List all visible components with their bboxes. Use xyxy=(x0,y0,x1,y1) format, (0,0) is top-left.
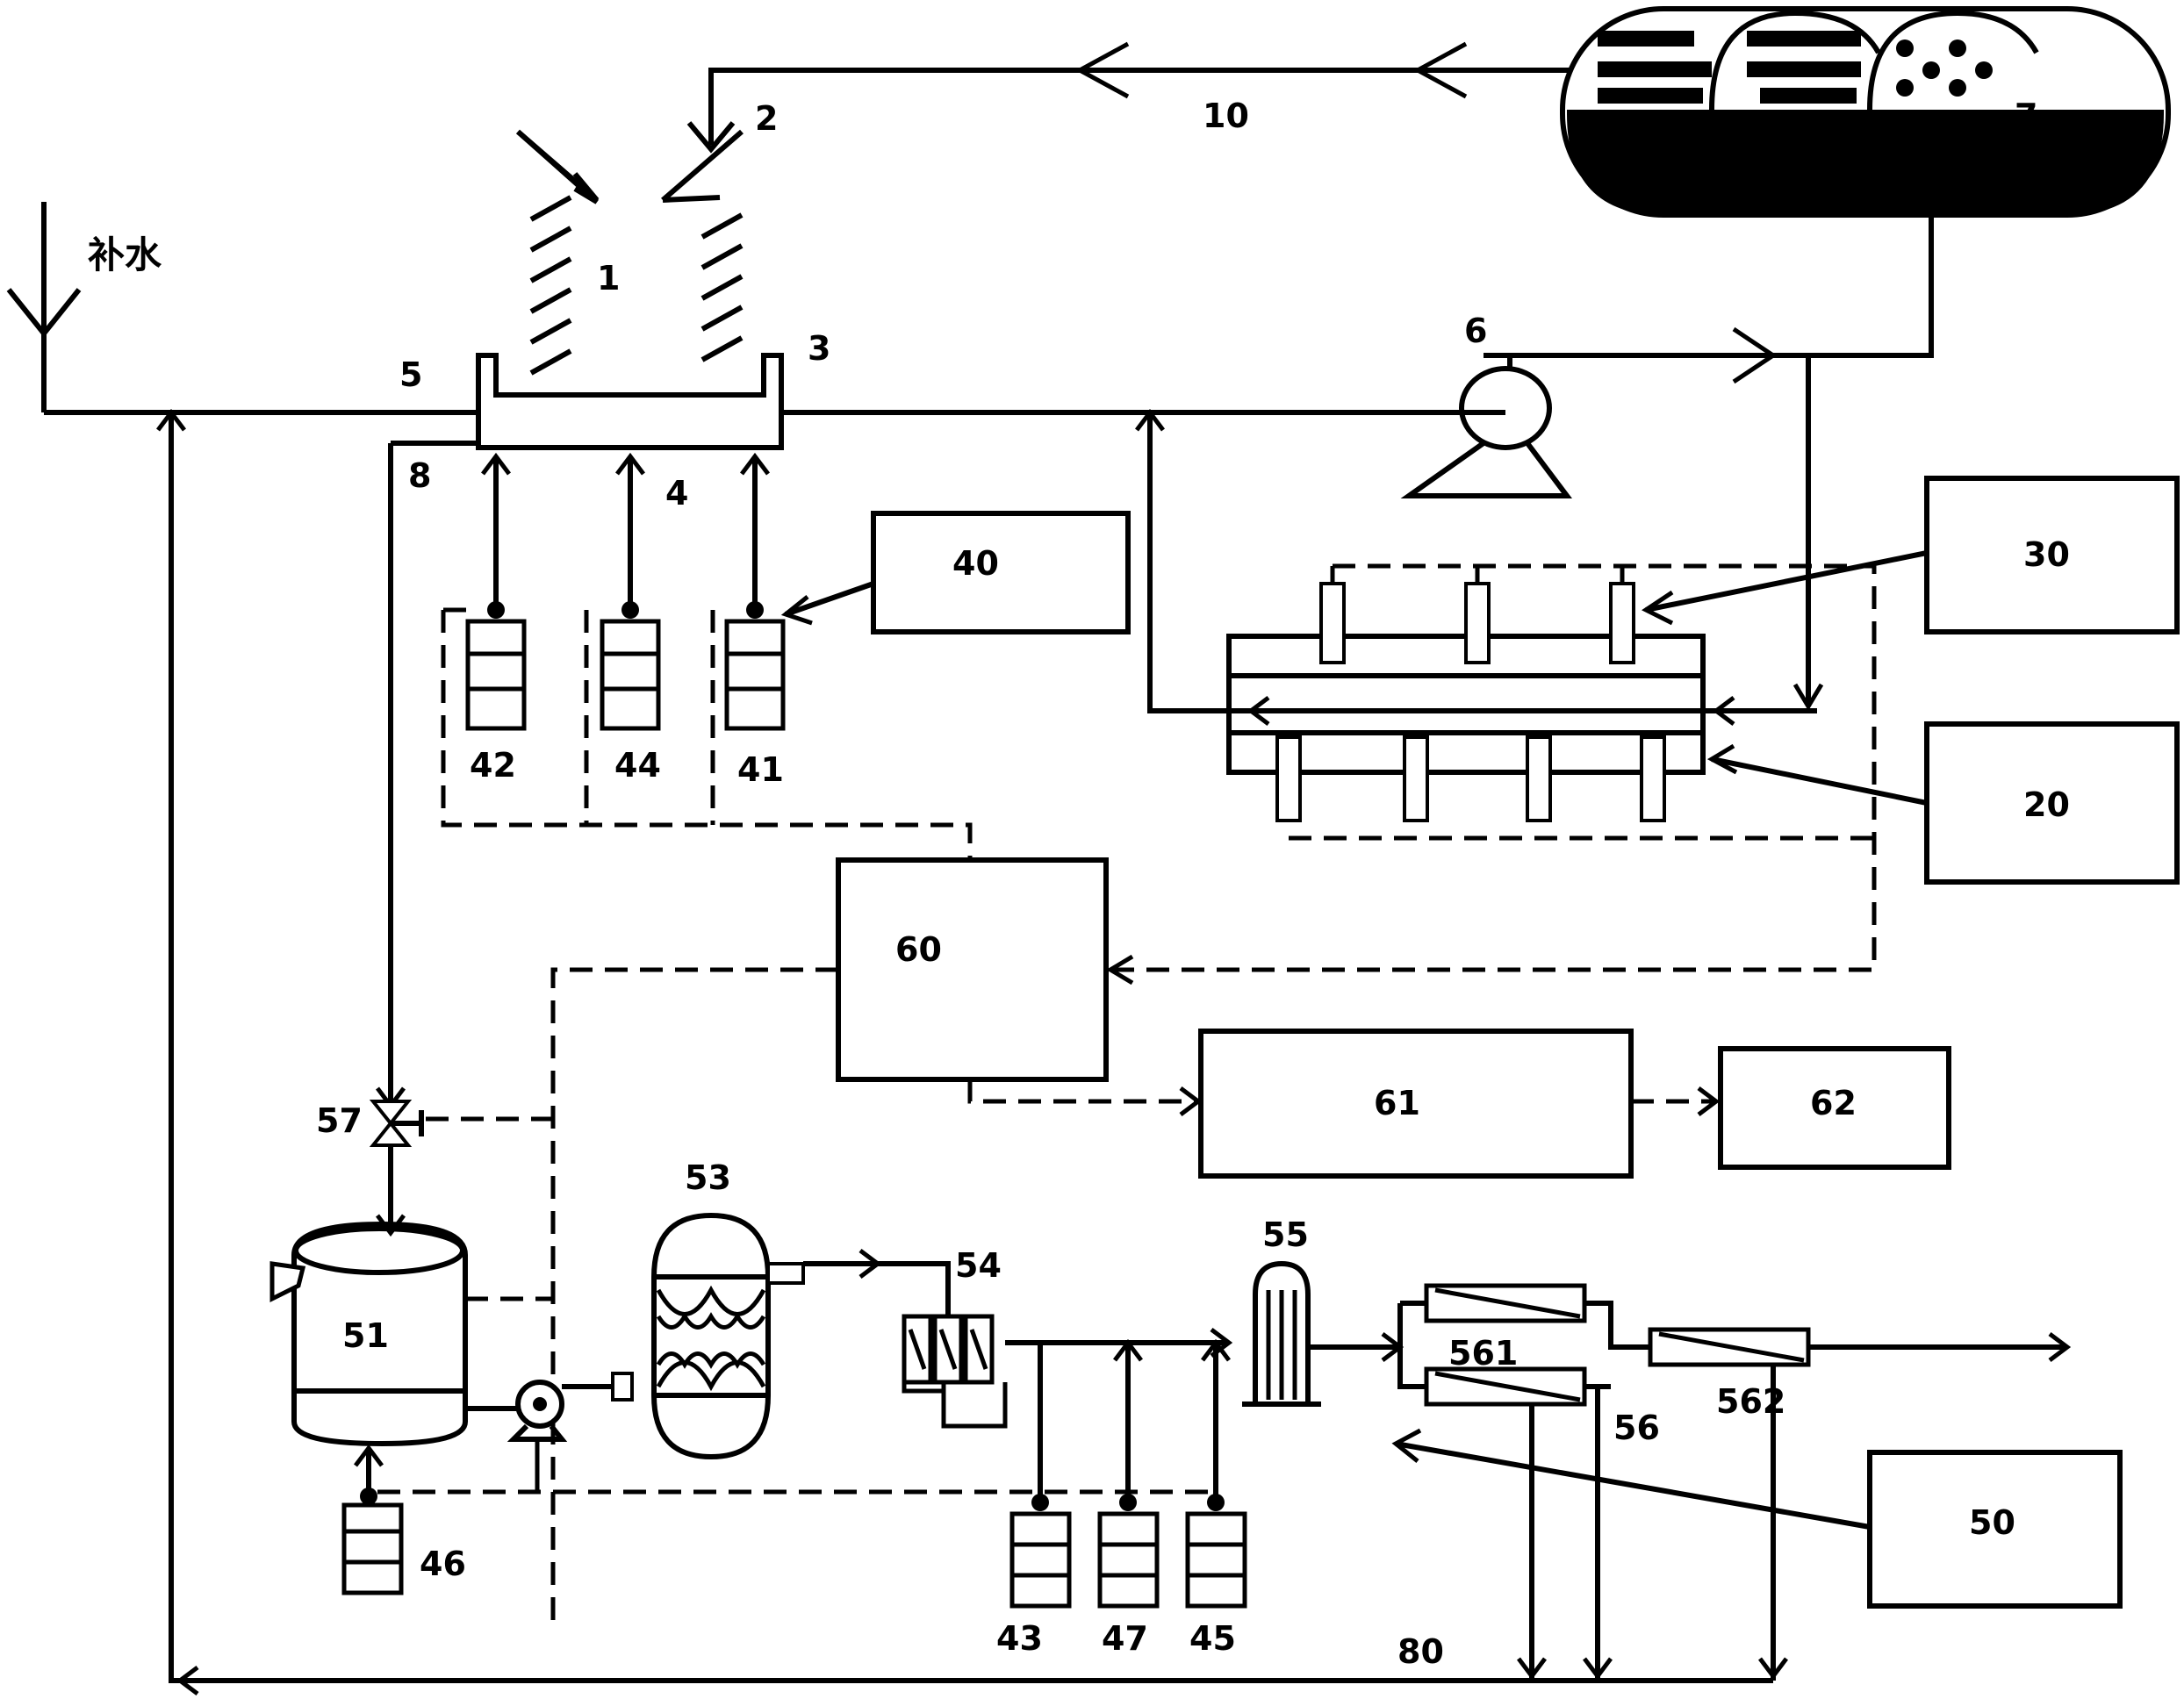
condenser-outlet-pipe xyxy=(1484,215,1934,358)
tank-44 xyxy=(600,601,661,731)
label-40: 40 xyxy=(952,544,999,583)
circulating-pump-6: 6 xyxy=(1400,312,1572,498)
tower-fill-right xyxy=(700,212,744,362)
tank-41 xyxy=(724,601,786,731)
box-50 xyxy=(1867,1450,2123,1609)
cooling-tower-basin: 5 3 xyxy=(399,329,830,450)
dosing-group-4: 4 42 44 41 xyxy=(441,452,973,860)
tank-51: 51 xyxy=(269,1221,553,1447)
tower-fill-left xyxy=(529,195,572,376)
ro-unit-56: 561 562 56 xyxy=(1397,1283,1811,1447)
label-57: 57 xyxy=(316,1101,363,1140)
label-47: 47 xyxy=(1102,1619,1148,1658)
feed-pump xyxy=(465,1372,634,1492)
cartridge-filter-54: 54 xyxy=(902,1246,1008,1429)
label-6: 6 xyxy=(1464,312,1487,350)
label-54: 54 xyxy=(955,1246,1002,1285)
return-pipe-10 xyxy=(708,68,1580,145)
box-40 xyxy=(871,511,1131,634)
label-56: 56 xyxy=(1613,1409,1660,1447)
tank-46: 46 xyxy=(341,1444,466,1595)
valve-57: 57 xyxy=(316,1100,553,1147)
label-61: 61 xyxy=(1374,1084,1420,1122)
label-62: 62 xyxy=(1810,1084,1857,1122)
dosing-group-ro: 43 47 45 xyxy=(996,1338,1247,1658)
label-1: 1 xyxy=(597,259,620,298)
label-53: 53 xyxy=(685,1158,731,1197)
box-30 xyxy=(1924,476,2180,634)
unit-55: 55 xyxy=(1242,1215,1321,1407)
label-42: 42 xyxy=(470,746,516,785)
label-60: 60 xyxy=(895,930,942,969)
label-20: 20 xyxy=(2023,785,2070,824)
label-10: 10 xyxy=(1203,97,1249,135)
label-7: 7 xyxy=(2015,97,2037,135)
monitoring-manifold-20 xyxy=(1106,408,1877,986)
cooling-tower: 1 xyxy=(516,129,744,376)
label-41: 41 xyxy=(737,750,784,789)
controller-60 xyxy=(836,857,1109,1082)
label-561: 561 xyxy=(1448,1334,1518,1373)
label-44: 44 xyxy=(614,746,661,785)
label-50: 50 xyxy=(1969,1503,2015,1542)
filter-53: 53 xyxy=(651,1158,805,1460)
box-61 xyxy=(1198,1029,1634,1179)
label-5: 5 xyxy=(399,355,422,394)
box-62 xyxy=(1718,1046,1951,1170)
tank-43 xyxy=(1009,1494,1072,1609)
label-45: 45 xyxy=(1189,1619,1236,1658)
condenser-7: 7 xyxy=(1560,6,2171,218)
label-55: 55 xyxy=(1262,1215,1309,1254)
tank-47 xyxy=(1097,1494,1160,1609)
label-80: 80 xyxy=(1397,1632,1444,1671)
makeup-water-inlet: 补水 xyxy=(6,202,162,412)
tank-45 xyxy=(1185,1494,1247,1609)
bottom-probes xyxy=(1275,735,1666,822)
label-43: 43 xyxy=(996,1619,1043,1658)
top-probes xyxy=(1319,566,1635,664)
label-3: 3 xyxy=(808,329,830,368)
label-30: 30 xyxy=(2023,535,2070,574)
tank-42 xyxy=(465,601,527,731)
box-20 xyxy=(1924,721,2180,885)
makeup-water-label: 补水 xyxy=(88,233,162,276)
label-8: 8 xyxy=(408,456,431,495)
return-line-80 xyxy=(169,412,1773,1683)
label-4: 4 xyxy=(665,474,688,513)
label-2: 2 xyxy=(755,99,778,138)
label-46: 46 xyxy=(420,1545,466,1583)
label-51: 51 xyxy=(342,1316,389,1355)
